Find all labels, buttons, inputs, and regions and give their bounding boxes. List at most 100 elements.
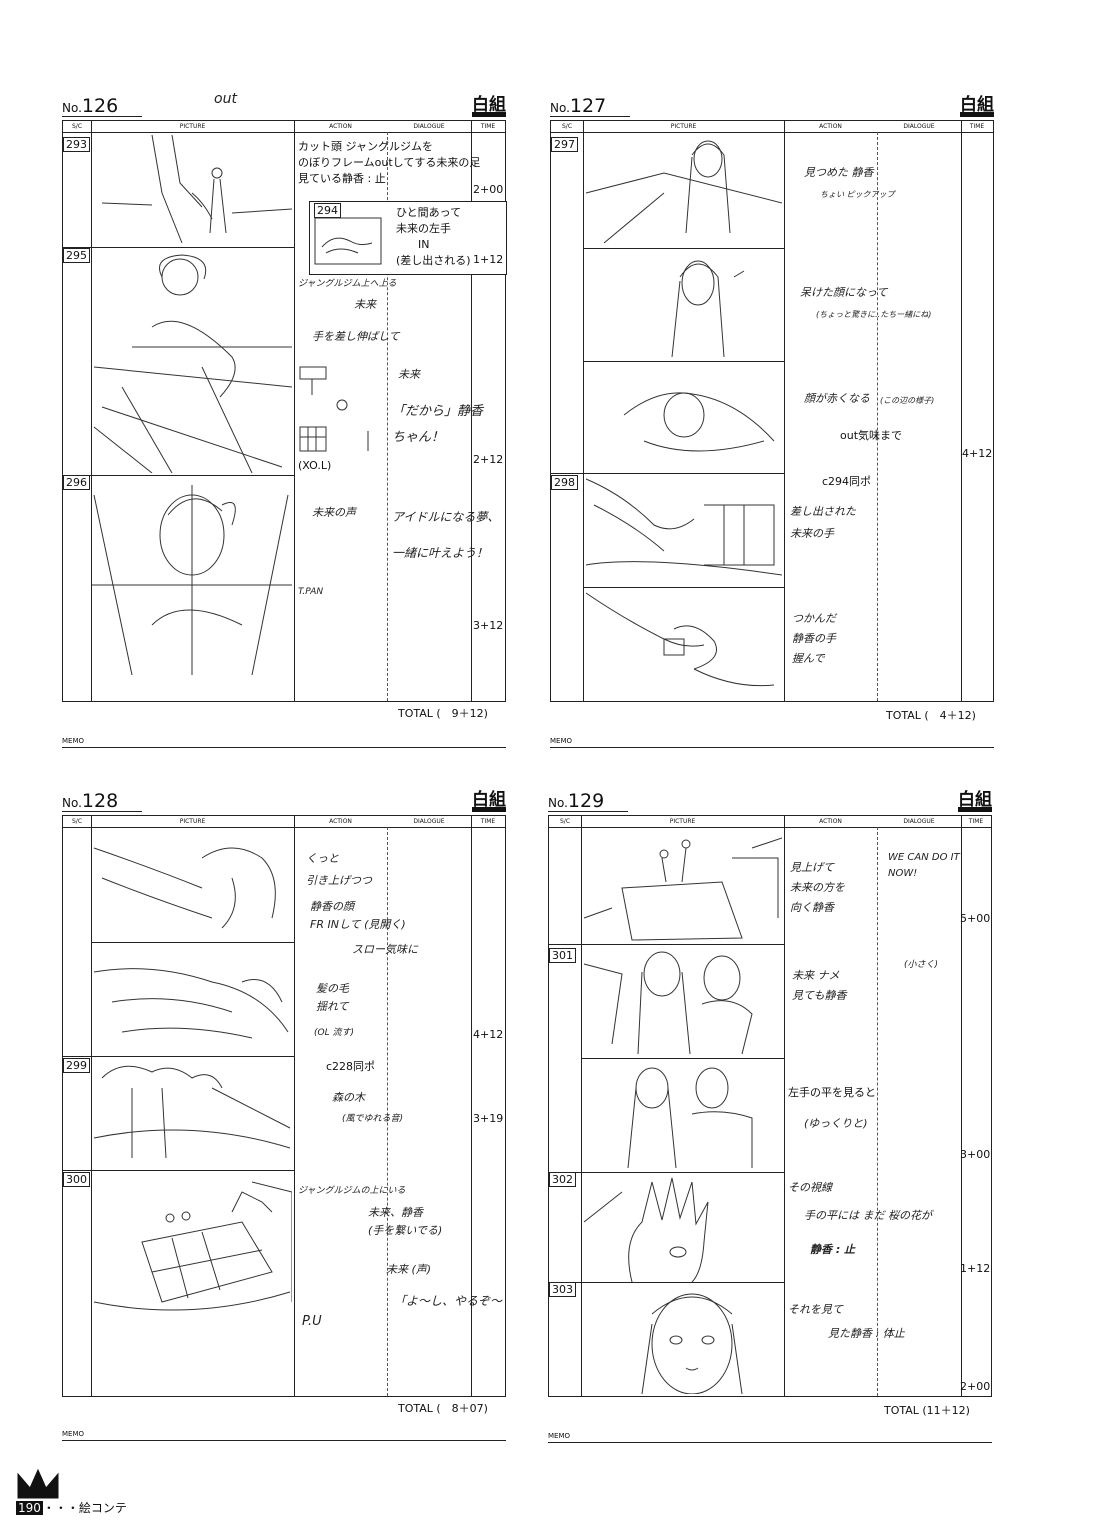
sheet-number: No.127 xyxy=(550,95,607,117)
studio-logo-bar xyxy=(960,112,994,117)
action-299-a: c228同ポ xyxy=(326,1060,376,1073)
panel-divider xyxy=(581,1282,784,1283)
studio-logo-bar xyxy=(958,807,992,812)
memo-label: MEMO xyxy=(548,1432,571,1440)
out-note: out xyxy=(214,91,237,107)
action-296-b: T.PAN xyxy=(298,587,324,597)
col-divider xyxy=(471,816,472,1396)
col-divider-dashed xyxy=(877,827,878,1396)
book-logo-icon xyxy=(17,1468,59,1499)
dialogue-295-b: 「だから」静香 ちゃん！ xyxy=(392,404,484,445)
panel-divider xyxy=(583,587,784,588)
col-divider xyxy=(91,121,92,701)
insert-action: ひと間あって 未来の左手 IN (差し出される) xyxy=(396,206,471,267)
storyboard-sheet-129: No.129 白組 S/C PICTURE ACTION DIALOGUE TI… xyxy=(548,790,992,1450)
cut-number-301: 301 xyxy=(549,948,576,963)
action-302-b: 手の平には まだ 桜の花が xyxy=(804,1209,932,1222)
panel-sketch-300b xyxy=(583,837,782,941)
cut-number-303: 303 xyxy=(549,1282,576,1297)
cut-number-295: 295 xyxy=(63,248,90,263)
action-298c-b: 静香の顔 FR INして (見開く) xyxy=(310,900,406,931)
action-297-g: out気味まで xyxy=(840,429,903,442)
time-297: 4+12 xyxy=(962,447,993,460)
page-number: 190 xyxy=(16,1501,43,1515)
header-action: ACTION xyxy=(294,121,387,133)
action-302-c: 静香 : 止 xyxy=(810,1243,856,1256)
action-303-a: それを見て xyxy=(788,1303,843,1316)
panel-divider xyxy=(581,1058,784,1059)
panel-sketch-296 xyxy=(92,485,292,675)
action-300-d: P.U xyxy=(302,1314,322,1329)
col-divider xyxy=(961,121,962,701)
cut-number-300: 300 xyxy=(63,1172,90,1187)
action-300-a: ジャングルジムの上にいる xyxy=(298,1186,406,1196)
action-302-a: その視線 xyxy=(788,1181,832,1194)
header-time: TIME xyxy=(961,121,993,133)
time-303: 2+00 xyxy=(960,1380,991,1393)
col-divider xyxy=(91,816,92,1396)
storyboard-grid: S/C PICTURE ACTION DIALOGUE TIME xyxy=(62,815,506,1397)
panel-divider xyxy=(91,1056,294,1057)
action-300-c: 未来 (声) xyxy=(386,1263,432,1276)
time-298: 4+12 xyxy=(473,1028,504,1041)
time-293: 2+00 xyxy=(473,183,504,196)
col-divider-dashed xyxy=(877,132,878,701)
action-297-c: 呆けた顔になって xyxy=(800,286,888,299)
header-time: TIME xyxy=(961,816,991,828)
header-picture: PICTURE xyxy=(581,816,784,828)
dialogue-296: アイドルになる夢、 一緒に叶えよう！ xyxy=(392,510,500,560)
cut-number-299: 299 xyxy=(63,1058,90,1073)
action-293: カット頭 ジャングルジムを のぼりフレームoutしてする未来の足 見ている静香 … xyxy=(298,140,481,185)
panel-sketch-295 xyxy=(93,254,292,473)
header-dialogue: DIALOGUE xyxy=(877,121,961,133)
time-299: 3+19 xyxy=(473,1112,504,1125)
memo-line xyxy=(62,747,506,748)
panel-sketch-298d xyxy=(93,968,289,1039)
header-dialogue: DIALOGUE xyxy=(387,121,471,133)
col-divider-dashed xyxy=(387,827,388,1396)
action-298d-a: 髪の毛 揺れて xyxy=(316,982,349,1013)
action-296-a: 未来の声 xyxy=(312,506,356,519)
storyboard-grid: S/C PICTURE ACTION DIALOGUE TIME xyxy=(550,120,994,702)
action-298c-a: くっと 引き上げつつ xyxy=(306,852,372,887)
action-299-c: (風でゆれる音) xyxy=(342,1114,404,1124)
action-298-b: 差し出された 未来の手 xyxy=(790,505,856,540)
sheet-number-underline xyxy=(62,116,142,117)
action-297-b: ちょい ピックアップ xyxy=(820,190,895,199)
action-295-d: (XO.L) xyxy=(298,459,332,472)
panel-divider xyxy=(583,361,784,362)
cut-number-298: 298 xyxy=(551,475,578,490)
dialogue-295-a: 未来 xyxy=(398,368,420,381)
insert-hand-sketch xyxy=(314,217,382,265)
col-divider xyxy=(583,121,584,701)
cut-number-302: 302 xyxy=(549,1172,576,1187)
sheet-number-underline xyxy=(62,811,142,812)
panel-sketch-301 xyxy=(583,951,753,1055)
panel-divider xyxy=(91,247,294,248)
storyboard-grid: S/C PICTURE ACTION DIALOGUE TIME xyxy=(62,120,506,702)
panel-divider xyxy=(91,942,294,943)
header-action: ACTION xyxy=(784,816,877,828)
action-298-c: つかんだ 静香の手 握んで xyxy=(792,612,836,665)
cut-divider xyxy=(63,1056,91,1057)
col-divider xyxy=(961,816,962,1396)
studio-logo-bar xyxy=(472,807,506,812)
action-303-b: 見た静香 : 体止 xyxy=(828,1327,905,1340)
cut-number-294: 294 xyxy=(314,203,341,218)
panel-sketch-293 xyxy=(101,134,292,244)
header-picture: PICTURE xyxy=(91,816,294,828)
panel-sketch-301b xyxy=(627,1067,753,1169)
cut-number-297: 297 xyxy=(551,137,578,152)
col-divider xyxy=(294,816,295,1396)
memo-line xyxy=(548,1442,992,1443)
insert-cut-box xyxy=(309,201,507,275)
time-301: 3+00 xyxy=(960,1148,991,1161)
cut-divider xyxy=(63,247,91,248)
action-298c-c: スロー気味に xyxy=(352,943,418,956)
panel-sketch-300 xyxy=(93,1181,292,1311)
panel-divider xyxy=(581,944,784,945)
panel-divider xyxy=(583,248,784,249)
panel-sketch-297a xyxy=(585,140,782,244)
header-picture: PICTURE xyxy=(583,121,784,133)
header-sc: S/C xyxy=(63,816,91,828)
